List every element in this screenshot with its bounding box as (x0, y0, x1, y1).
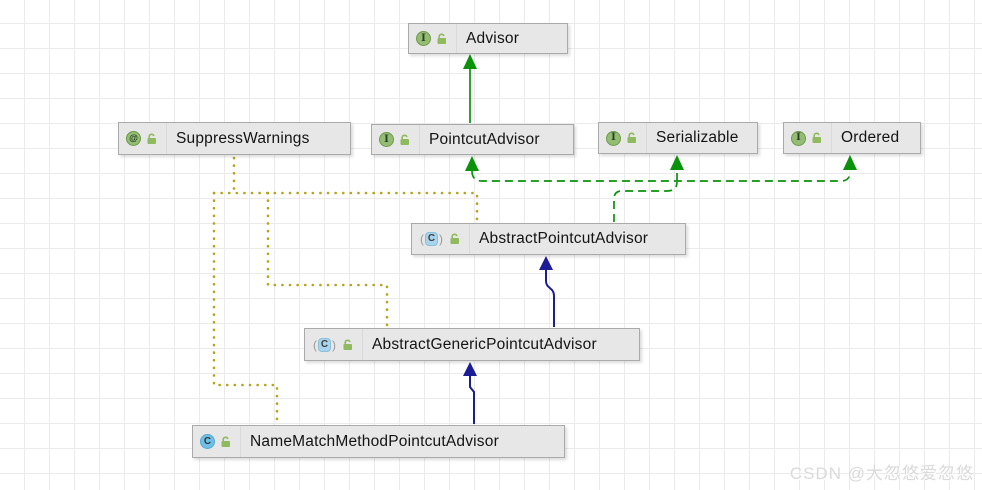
arrowhead-advisor (463, 54, 477, 69)
class-node-serializable[interactable]: I Serializable (598, 122, 758, 154)
unlocked-padlock-icon (145, 132, 159, 146)
node-icons: ( C ) (419, 224, 470, 254)
node-label: SuppressWarnings (176, 129, 310, 147)
edge-annotation-to-namematchmethodpointcutadvisor (212, 191, 279, 424)
unlocked-padlock-icon (341, 338, 355, 352)
node-label: AbstractGenericPointcutAdvisor (372, 335, 597, 353)
abstract-class-letter: C (425, 232, 438, 246)
node-label: AbstractPointcutAdvisor (479, 230, 649, 247)
interface-icon: I (379, 132, 394, 147)
annotation-node-suppresswarnings[interactable]: @ SuppressWarnings (118, 122, 351, 155)
abstract-class-letter: C (318, 337, 331, 352)
arrowhead-abstractgenericpointcutadvisor (463, 362, 477, 376)
abstract-class-icon: ( C ) (419, 232, 444, 246)
node-label: PointcutAdvisor (429, 130, 540, 148)
unlocked-padlock-icon (625, 131, 639, 145)
edge-annotation-to-abstractgenericpointcutadvisor (266, 191, 389, 327)
class-node-abstractgenericpointcutadvisor[interactable]: ( C ) AbstractGenericPointcutAdvisor (304, 328, 640, 361)
abstract-paren: ) (439, 232, 443, 246)
node-icons: I (416, 24, 457, 53)
unlocked-padlock-icon (435, 32, 449, 46)
class-icon: C (200, 434, 215, 449)
interface-icon: I (606, 130, 621, 146)
node-icons: I (606, 123, 647, 153)
node-icons: C (200, 426, 241, 457)
interface-icon: I (791, 130, 806, 146)
abstract-paren: ( (420, 232, 424, 246)
node-icons: I (379, 125, 420, 154)
edge-extends-abstractpointcutadvisor (545, 269, 555, 327)
abstract-class-icon: ( C ) (312, 337, 337, 352)
edge-annotation-to-abstractpointcutadvisor (212, 191, 479, 222)
arrowhead-serializable (670, 155, 684, 170)
unlocked-padlock-icon (448, 232, 462, 246)
unlocked-padlock-icon (810, 131, 824, 145)
node-icons: I (791, 123, 832, 153)
node-label: Ordered (841, 129, 900, 146)
node-icons: ( C ) (312, 329, 363, 360)
node-icons: @ (126, 123, 167, 154)
abstract-paren: ) (332, 337, 336, 352)
unlocked-padlock-icon (398, 133, 412, 147)
abstract-paren: ( (313, 337, 317, 352)
arrowhead-pointcutadvisor (465, 156, 479, 171)
node-label: Advisor (466, 29, 520, 47)
arrowhead-abstractpointcutadvisor (539, 256, 553, 270)
class-node-ordered[interactable]: I Ordered (783, 122, 921, 154)
node-label: Serializable (656, 129, 739, 146)
edge-implements-bus (471, 170, 851, 182)
node-label: NameMatchMethodPointcutAdvisor (250, 432, 499, 450)
arrowhead-ordered (843, 155, 857, 170)
class-node-pointcutadvisor[interactable]: I PointcutAdvisor (371, 124, 574, 155)
class-node-advisor[interactable]: I Advisor (408, 23, 568, 54)
annotation-icon: @ (126, 131, 141, 146)
csdn-watermark: CSDN @大忽悠爱忽悠 (789, 464, 974, 483)
unlocked-padlock-icon (219, 435, 233, 449)
class-node-abstractpointcutadvisor[interactable]: ( C ) AbstractPointcutAdvisor (411, 223, 686, 255)
class-node-namematchmethodpointcutadvisor[interactable]: C NameMatchMethodPointcutAdvisor (192, 425, 565, 458)
edge-implements-from-abstractpointcutadvisor (613, 181, 678, 222)
edge-extends-abstractgenericpointcutadvisor (469, 376, 475, 424)
interface-icon: I (416, 31, 431, 46)
